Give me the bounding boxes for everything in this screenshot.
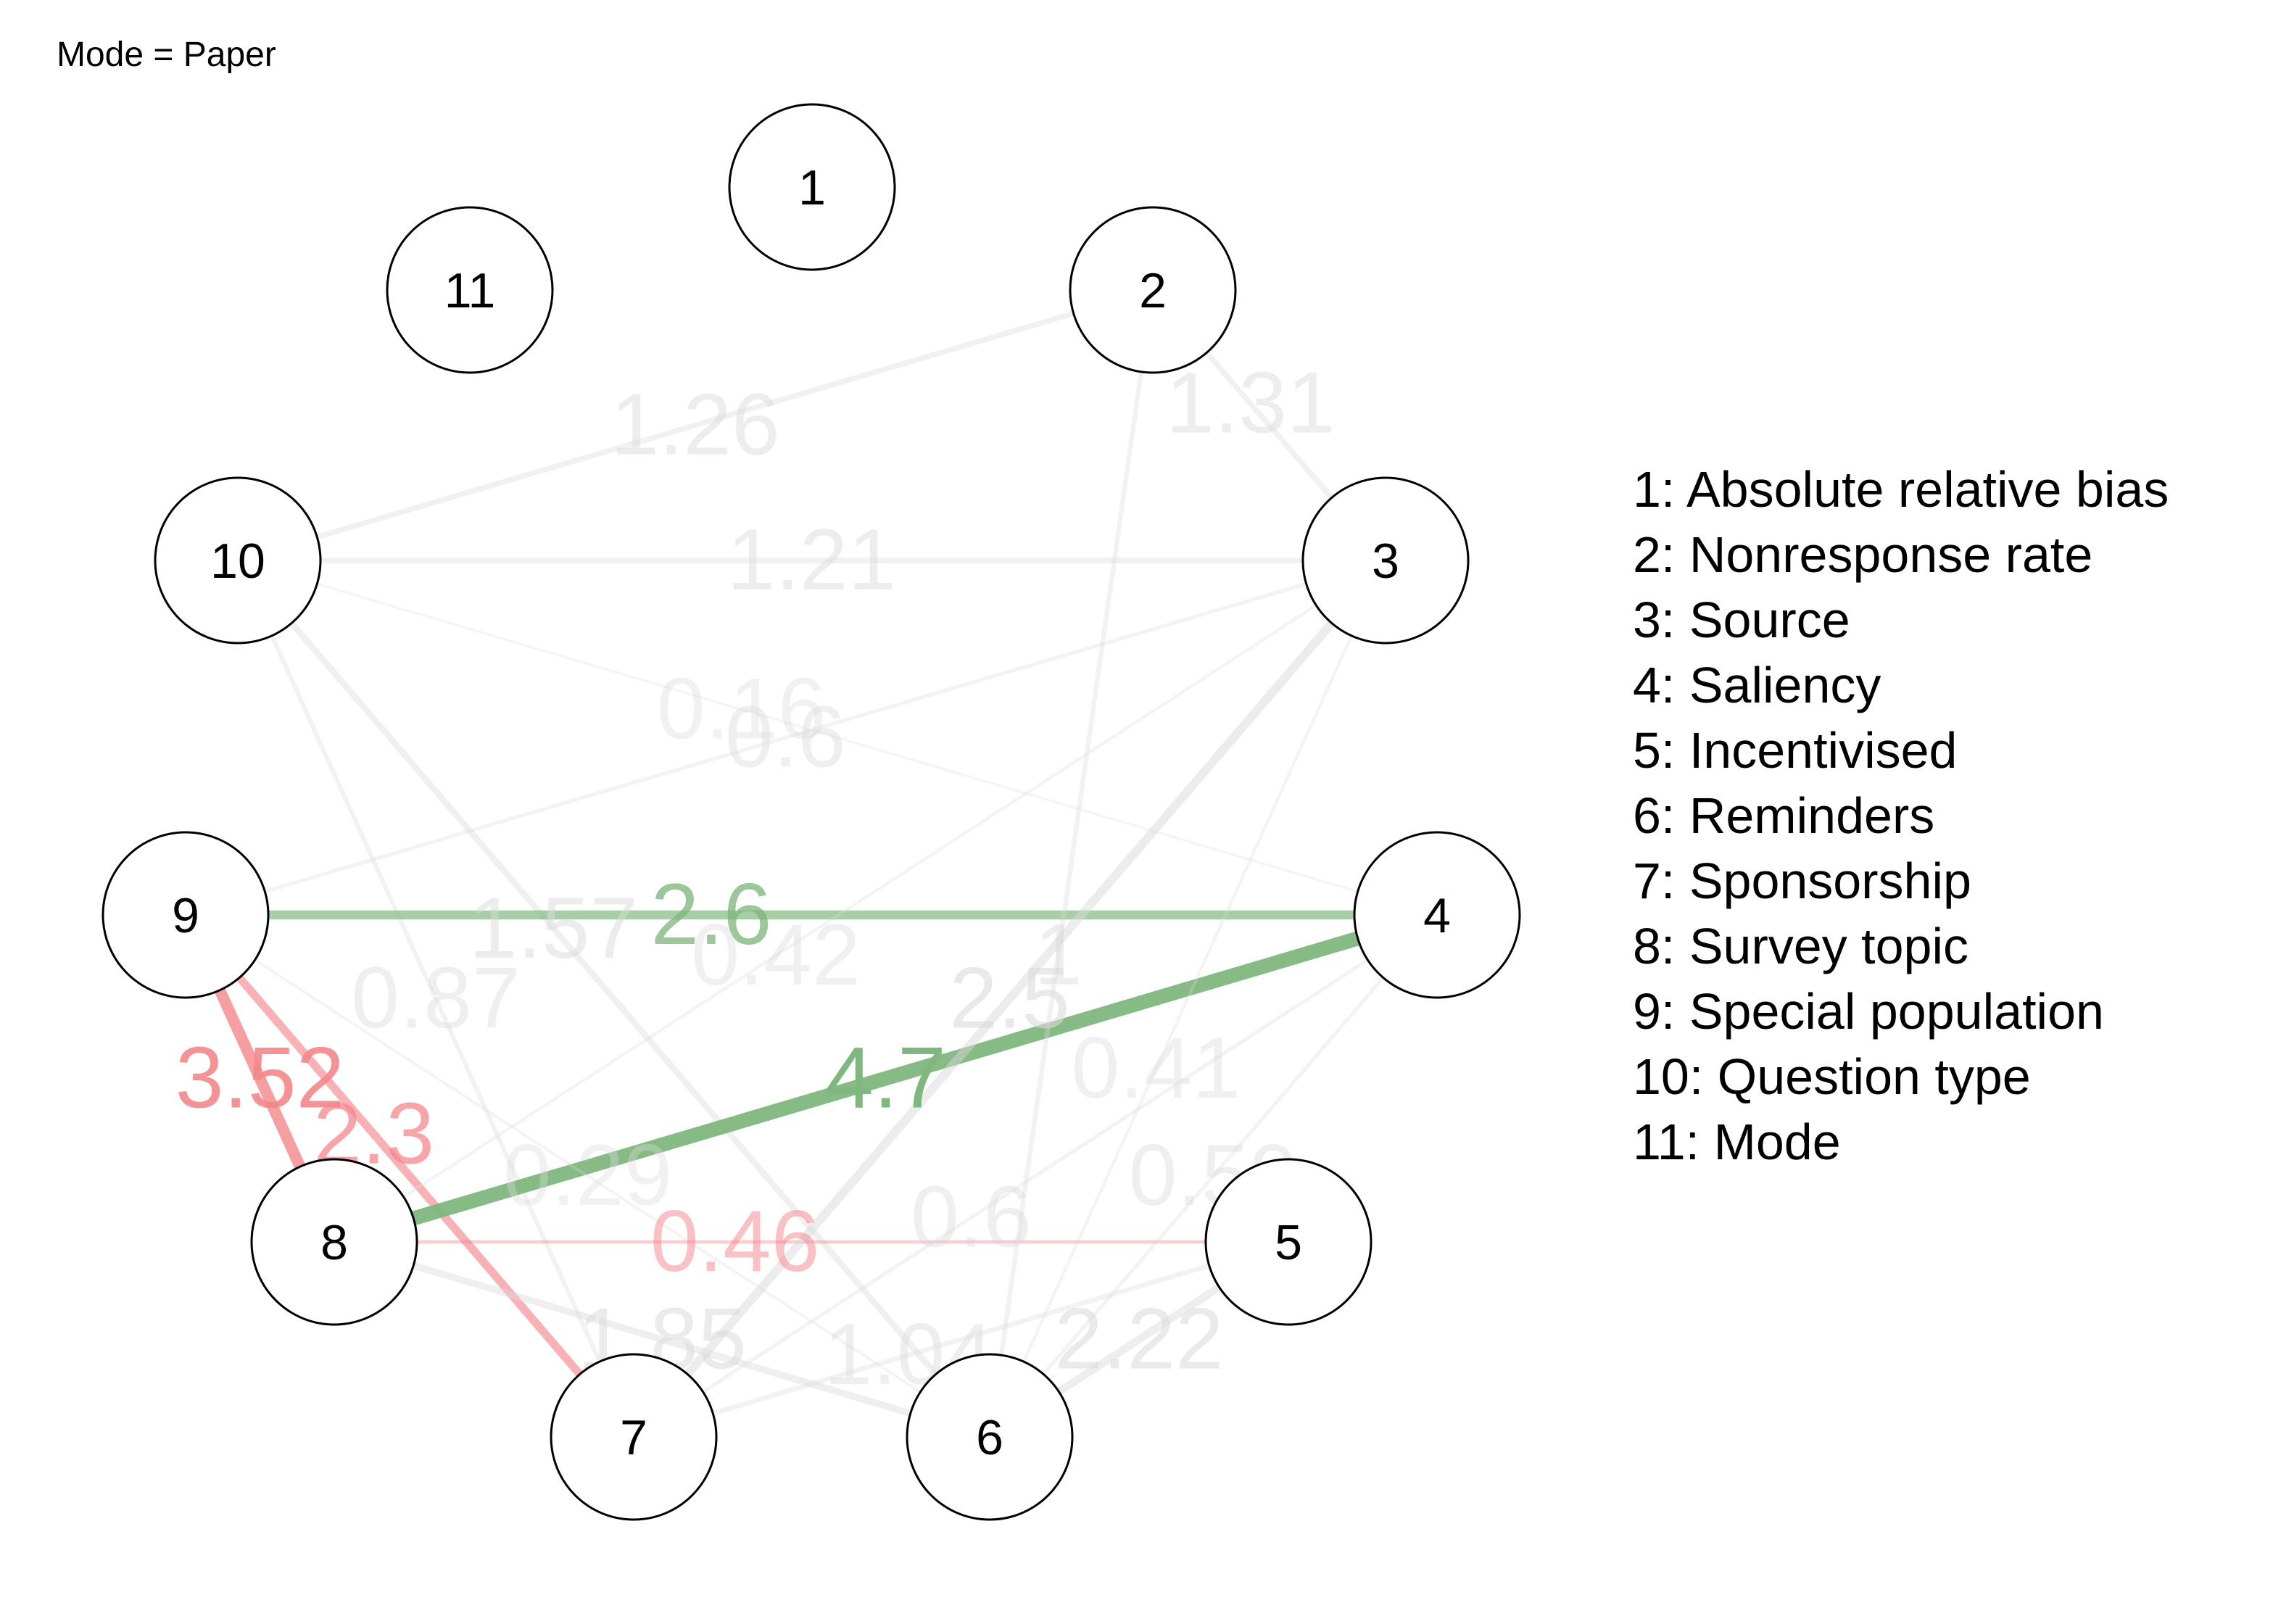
edge-8-4 [327,908,1444,1249]
nodes-layer: 1 2 3 4 5 6 7 8 9 10 11 [102,103,1521,1521]
node-circle [1069,206,1237,374]
node-number: 6 [976,1410,1003,1465]
legend-item: 9: Special population [1633,983,2104,1040]
node-number: 2 [1139,263,1167,318]
node-circle [102,831,270,999]
node-circle [386,206,554,374]
legend-item: 2: Nonresponse rate [1633,526,2093,583]
legend-item: 4: Saliency [1633,657,1881,713]
node-3: 3 [1301,476,1470,645]
node-circle [1204,1158,1373,1326]
node-4: 4 [1353,831,1521,999]
node-circle [1353,831,1521,999]
legend-item: 8: Survey topic [1633,918,1968,974]
node-10: 10 [154,476,322,645]
edge-weight-label: 1.31 [1166,355,1336,452]
node-number: 7 [620,1410,647,1465]
node-5: 5 [1204,1158,1373,1326]
edge-2-10 [235,287,1156,563]
edge-10-4 [236,559,1438,916]
edge-weight-label: 0.46 [650,1193,820,1290]
edge-weight-label: 3.52 [175,1030,345,1127]
edge-weight-label: 1.21 [727,511,897,608]
edge-weight-label: 1.57 [469,879,639,977]
edge-7-5 [631,1239,1291,1440]
node-circle [728,103,896,271]
edge-weight-label: 2.5 [949,950,1070,1047]
edge-7-4 [632,913,1439,1439]
edge-weight-label: 2.6 [650,866,771,963]
edge-weight-label: 0.6 [725,689,846,786]
edge-9-7 [181,911,638,1441]
edge-weight-label: 4.7 [825,1030,946,1127]
legend-item: 7: Sponsorship [1633,853,1971,909]
edge-weight-label: 0.41 [1072,1019,1241,1116]
node-7: 7 [550,1353,718,1521]
edge-10-7 [235,558,637,1440]
edge-8-6 [331,1238,993,1441]
mode-caption: Mode = Paper [57,36,276,74]
edge-weight-label: 1 [1034,906,1082,1003]
legend-item: 1: Absolute relative bias [1633,461,2169,518]
legend-item: 5: Incentivised [1633,722,1958,779]
edge-9-6 [184,914,991,1438]
legend-item: 10: Question type [1633,1048,2031,1105]
legend: 1: Absolute relative bias 2: Nonresponse… [1633,457,2169,1174]
node-circle [1301,476,1470,645]
edge-6-2 [987,287,1156,1440]
edge-weight-label: 0.42 [691,906,861,1003]
edge-8-3 [332,558,1388,1244]
node-circle [154,476,322,645]
node-number: 5 [1275,1215,1302,1270]
edge-9-3 [183,558,1388,917]
node-number: 3 [1372,534,1399,589]
edge-7-3 [629,556,1390,1441]
edge-weight-label: 0.6 [911,1169,1032,1266]
legend-item: 11: Mode [1633,1114,1841,1170]
edge-weight-label: 1.26 [610,376,780,473]
edge-weight-label: 0.16 [657,660,827,757]
edge-weight-label: 2.22 [1054,1290,1224,1388]
legend-item: 6: Reminders [1633,787,1935,844]
edge-6-3 [988,558,1388,1439]
edge-weight-label: 0.87 [351,950,521,1047]
node-number: 8 [320,1215,348,1270]
node-number: 4 [1423,888,1451,943]
node-number: 10 [210,534,265,589]
node-number: 1 [798,160,826,215]
edge-6-4 [988,913,1439,1439]
node-circle [250,1158,418,1326]
node-2: 2 [1069,206,1237,374]
legend-item: 3: Source [1633,592,1850,648]
node-number: 9 [172,888,199,943]
node-number: 11 [444,263,496,318]
node-circle [906,1353,1074,1521]
node-9: 9 [102,831,270,999]
node-8: 8 [250,1158,418,1326]
node-11: 11 [386,206,554,374]
node-1: 1 [728,103,896,271]
edge-10-6 [234,557,993,1441]
node-6: 6 [906,1353,1074,1521]
node-circle [550,1353,718,1521]
edge-weight-label: 0.29 [503,1127,673,1224]
